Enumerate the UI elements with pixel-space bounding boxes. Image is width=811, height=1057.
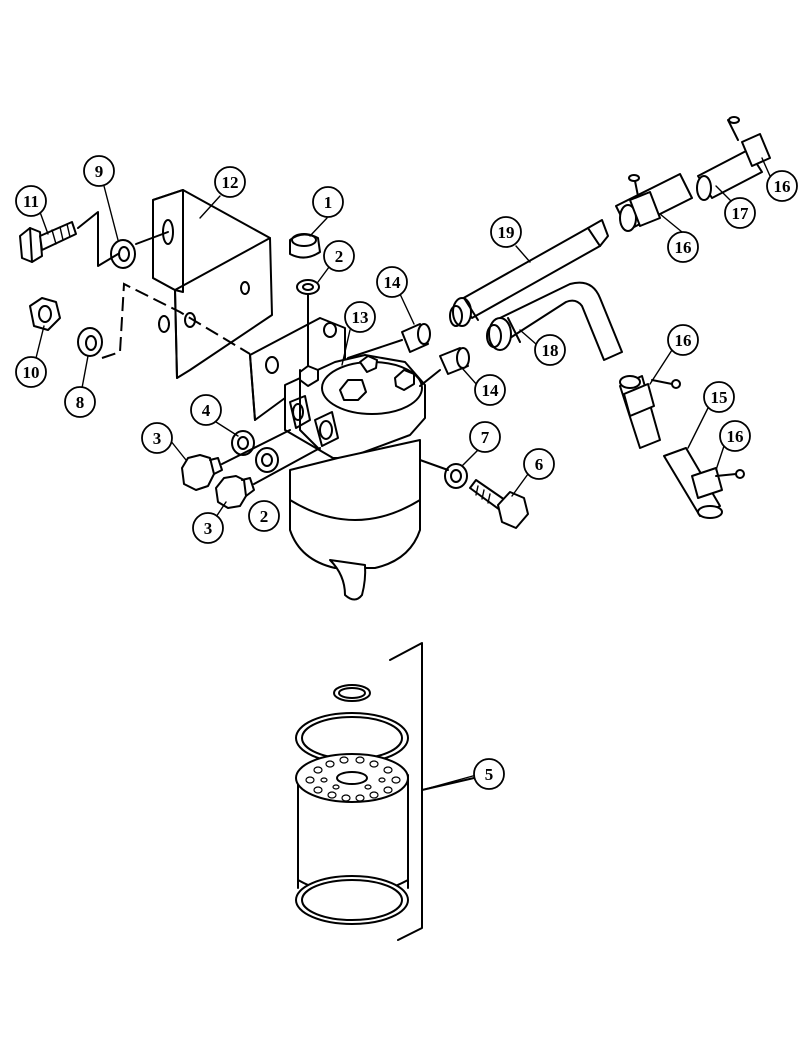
bolt-11 xyxy=(19,221,77,263)
washer-7 xyxy=(444,463,468,489)
pipe-19 xyxy=(449,219,609,327)
callout-10: 10 xyxy=(15,356,47,388)
bolt-6 xyxy=(469,479,529,529)
callout-2a-label: 2 xyxy=(335,247,344,266)
filter-bowl xyxy=(289,439,421,601)
callout-2a: 2 xyxy=(323,240,355,272)
plug-3-upper xyxy=(181,454,223,491)
callout-18: 18 xyxy=(534,334,566,366)
callout-2b-label: 2 xyxy=(260,507,269,526)
callout-9: 9 xyxy=(83,155,115,187)
callout-15: 15 xyxy=(703,381,735,413)
callout-10-label: 10 xyxy=(23,363,40,382)
callout-14a: 14 xyxy=(376,266,408,298)
callout-5-label: 5 xyxy=(485,765,494,784)
callout-3a-label: 3 xyxy=(153,429,162,448)
callout-12: 12 xyxy=(214,166,246,198)
callout-16d: 16 xyxy=(719,420,751,452)
callout-4: 4 xyxy=(190,394,222,426)
washer-4 xyxy=(231,430,255,456)
connector-14-upper xyxy=(401,323,431,353)
filter-holes xyxy=(305,756,401,802)
callout-3b-label: 3 xyxy=(204,519,213,538)
connector-14-lower xyxy=(439,347,470,375)
washer-2-side xyxy=(255,447,279,473)
callout-16c-label: 16 xyxy=(675,331,692,350)
callout-1: 1 xyxy=(312,186,344,218)
callout-19: 19 xyxy=(490,216,522,248)
vent-plug-1 xyxy=(289,233,321,259)
callout-6-label: 6 xyxy=(535,455,544,474)
callout-17: 17 xyxy=(724,197,756,229)
callout-13-label: 13 xyxy=(352,308,369,327)
callout-16c: 16 xyxy=(667,324,699,356)
washer-8 xyxy=(77,327,103,357)
callout-7-label: 7 xyxy=(481,428,490,447)
pipe-18 xyxy=(486,281,623,361)
filter-head xyxy=(249,317,426,459)
callout-15-label: 15 xyxy=(711,388,728,407)
callout-16a-label: 16 xyxy=(675,238,692,257)
callout-13: 13 xyxy=(344,301,376,333)
leader-lines xyxy=(35,157,771,791)
callout-18-label: 18 xyxy=(542,341,559,360)
callout-3b: 3 xyxy=(192,512,224,544)
washer-9 xyxy=(110,239,136,269)
clamp-16-d xyxy=(691,467,745,499)
callout-6: 6 xyxy=(523,448,555,480)
callout-16b-label: 16 xyxy=(774,177,791,196)
clamp-16-b xyxy=(727,116,771,167)
clamp-16-a xyxy=(628,174,661,227)
callout-19-label: 19 xyxy=(498,223,515,242)
callout-5: 5 xyxy=(473,758,505,790)
callout-11: 11 xyxy=(15,185,47,217)
callout-12-label: 12 xyxy=(222,173,239,192)
callout-11-label: 11 xyxy=(23,192,39,211)
plug-3-lower xyxy=(215,475,255,509)
callout-7: 7 xyxy=(469,421,501,453)
washer-2-top xyxy=(296,279,320,295)
callout-14b-label: 14 xyxy=(482,381,500,400)
callout-14a-label: 14 xyxy=(384,273,402,292)
callout-2b: 2 xyxy=(248,500,280,532)
callout-3a: 3 xyxy=(141,422,173,454)
hose-17-lower xyxy=(696,149,763,201)
mounting-bracket xyxy=(152,189,273,379)
callout-17-label: 17 xyxy=(732,204,750,223)
callout-8: 8 xyxy=(64,386,96,418)
callout-16a: 16 xyxy=(667,231,699,263)
nut-10 xyxy=(29,297,61,331)
callout-16d-label: 16 xyxy=(727,427,744,446)
callout-9-label: 9 xyxy=(95,162,104,181)
clamp-16-c xyxy=(623,379,681,417)
filter-element xyxy=(295,684,409,925)
callout-4-label: 4 xyxy=(202,401,211,420)
callout-14b: 14 xyxy=(474,374,506,406)
callout-8-label: 8 xyxy=(76,393,85,412)
callout-16b: 16 xyxy=(766,170,798,202)
callout-1-label: 1 xyxy=(324,193,333,212)
